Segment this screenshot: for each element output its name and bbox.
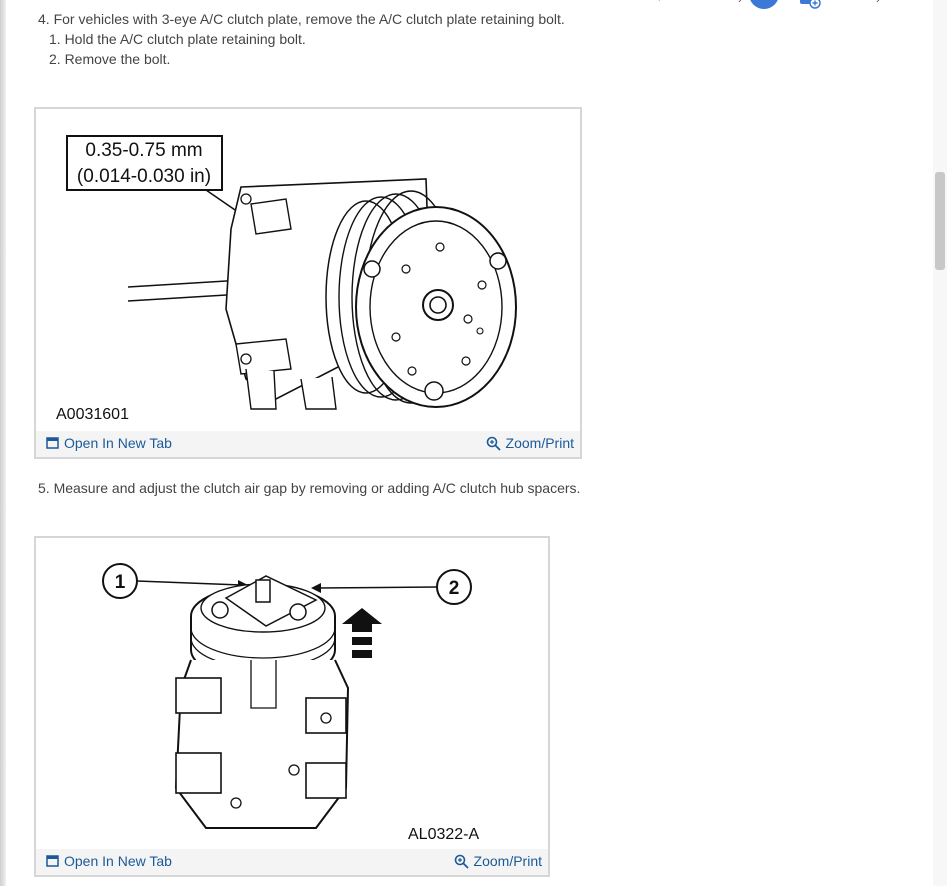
- open-in-new-tab-link[interactable]: Open In New Tab: [46, 435, 172, 451]
- scrollbar[interactable]: [933, 0, 947, 886]
- step-5-text: 5. Measure and adjust the clutch air gap…: [38, 480, 581, 496]
- top-toolbar: › ›: [640, 0, 900, 12]
- compressor-illustration: 1 2 AL0322-A: [102, 563, 479, 843]
- avatar-icon[interactable]: [748, 0, 780, 10]
- add-icon[interactable]: [798, 0, 822, 10]
- clutch-plate-illustration: 0.35-0.75 mm (0.014-0.030 in): [56, 135, 517, 423]
- figure-clutch-air-gap: 0.35-0.75 mm (0.014-0.030 in): [34, 107, 582, 459]
- callout-1: 1: [115, 572, 126, 593]
- open-in-new-tab-link[interactable]: Open In New Tab: [46, 853, 172, 869]
- gap-spec-mm: 0.35-0.75 mm: [85, 140, 202, 161]
- chevron-icon[interactable]: ›: [876, 0, 880, 6]
- zoom-icon: [486, 436, 501, 451]
- figure-footer: Open In New Tab Zoom/Print: [36, 431, 580, 457]
- zoom-print-link[interactable]: Zoom/Print: [486, 435, 574, 451]
- window-edge: [0, 0, 6, 886]
- figure-code: AL0322-A: [408, 826, 479, 843]
- figure-code: A0031601: [56, 406, 129, 423]
- step-4-substep-1: 1. Hold the A/C clutch plate retaining b…: [49, 31, 306, 47]
- zoom-print-link[interactable]: Zoom/Print: [454, 853, 542, 869]
- chevron-icon[interactable]: ›: [738, 0, 742, 6]
- figure-hub-spacers: 1 2 AL0322-A: [34, 536, 550, 877]
- scrollbar-thumb[interactable]: [935, 172, 945, 270]
- step-4-substep-2: 2. Remove the bolt.: [49, 51, 171, 67]
- step-4-text: 4. For vehicles with 3-eye A/C clutch pl…: [38, 11, 565, 27]
- gap-spec-in: (0.014-0.030 in): [77, 166, 211, 187]
- zoom-icon: [454, 854, 469, 869]
- open-tab-icon: [46, 437, 59, 449]
- search-icon[interactable]: [650, 0, 666, 8]
- figure-footer: Open In New Tab Zoom/Print: [36, 849, 548, 875]
- callout-2: 2: [449, 578, 460, 599]
- open-tab-icon: [46, 855, 59, 867]
